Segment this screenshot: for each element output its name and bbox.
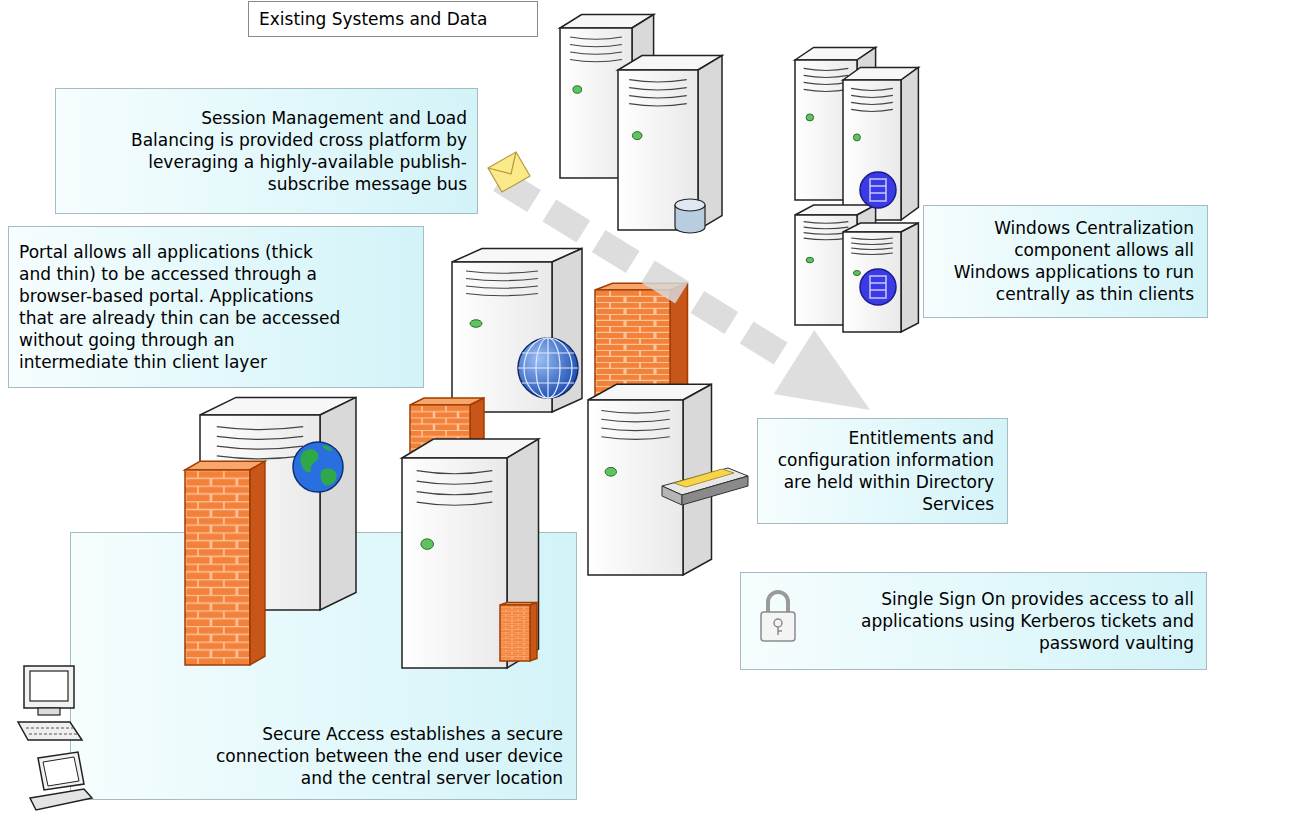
callout-box: Single Sign On provides access to all ap… (740, 572, 1207, 670)
server (843, 67, 918, 220)
server (452, 249, 582, 413)
database-cap (675, 199, 705, 211)
server (843, 223, 918, 332)
server (618, 56, 722, 230)
callout-box: Windows Centralization component allows … (923, 205, 1208, 318)
monitor-stand (38, 708, 60, 715)
callout-text: Windows Centralization component allows … (934, 217, 1194, 305)
lock-key (778, 627, 782, 635)
callout-text: Portal allows all applications (thick an… (19, 241, 345, 373)
windows-icon (860, 269, 896, 305)
callout-box: Session Management and Load Balancing is… (55, 88, 478, 214)
directory-device (662, 468, 748, 505)
region-band: Secure Access establishes a secure conne… (70, 532, 577, 800)
globe-disc (518, 338, 578, 398)
device-folder (674, 469, 734, 487)
lock-icon (753, 585, 803, 647)
windows-icon (860, 172, 896, 208)
callout-text: Single Sign On provides access to all ap… (826, 588, 1194, 654)
firewall (500, 602, 537, 661)
lock-body (761, 612, 795, 641)
callout-text: Secure Access establishes a secure conne… (203, 723, 563, 789)
message-bus-arrow (500, 180, 796, 363)
envelope-icon (488, 152, 530, 192)
laptop-lid (38, 752, 84, 790)
server (200, 397, 356, 610)
label-box: Existing Systems and Data (248, 1, 538, 37)
callout-box: Portal allows all applications (thick an… (8, 226, 424, 388)
globe-land (321, 468, 337, 485)
lock-keyhole (774, 619, 782, 627)
callout-text: Entitlements and configuration informati… (768, 427, 994, 515)
laptop-screen (43, 757, 79, 786)
monitor-screen (30, 671, 68, 701)
desktop-computer (18, 666, 82, 740)
keyboard (18, 722, 82, 740)
web-globe (518, 338, 578, 398)
laptop-computer (30, 752, 92, 810)
laptop-base (30, 789, 92, 810)
envelope-flap (488, 152, 516, 174)
callout-text: Existing Systems and Data (259, 8, 487, 30)
globe-disc (293, 442, 343, 492)
server (402, 439, 539, 668)
globe-land (322, 446, 332, 451)
device-front (662, 486, 682, 505)
envelope-body (488, 152, 530, 192)
keyboard-keys (26, 728, 78, 734)
firewall (185, 461, 265, 665)
callout-box: Entitlements and configuration informati… (757, 418, 1008, 524)
firewall (410, 398, 484, 561)
lock-shackle (768, 592, 788, 613)
callout-text: Session Management and Load Balancing is… (113, 107, 467, 195)
message-bus-arrowhead (774, 330, 870, 410)
globe-land (300, 449, 318, 472)
earth-globe (293, 442, 343, 492)
globe-parallels (518, 338, 578, 398)
monitor-body (24, 666, 74, 708)
